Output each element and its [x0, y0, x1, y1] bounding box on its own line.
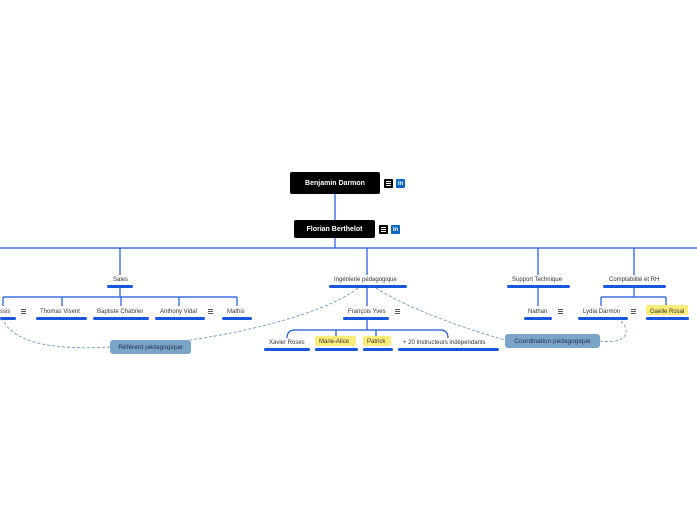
person-underline [524, 317, 552, 320]
person-underline [578, 317, 628, 320]
ceo-name: Florian Berthelot [306, 225, 363, 233]
root-node[interactable]: Benjamin Darmon [290, 172, 380, 194]
dept-compta-underline [603, 285, 666, 288]
dept-support-underline [507, 285, 570, 288]
menu-icon[interactable] [206, 307, 215, 316]
person-patrick[interactable]: Patrick [367, 339, 386, 345]
menu-icon[interactable] [393, 307, 402, 316]
menu-icon[interactable] [19, 307, 28, 316]
person-underline [222, 317, 252, 320]
menu-icon[interactable] [629, 307, 638, 316]
person-nathan[interactable]: Nathan [528, 309, 548, 315]
callout-referent-label: Référent pédagogique [118, 343, 183, 351]
dept-ingenierie[interactable]: Ingénierie pédagogique [334, 277, 397, 283]
callout-referent[interactable]: Référent pédagogique [110, 340, 191, 354]
person-thomas[interactable]: Thomas Visent [40, 309, 80, 315]
dept-compta[interactable]: Comptabilité et RH [609, 277, 660, 283]
dept-sales[interactable]: Sales [113, 277, 129, 283]
linkedin-icon[interactable]: in [396, 179, 405, 188]
root-name: Benjamin Darmon [305, 179, 365, 187]
person-underline [398, 348, 499, 351]
person-underline [646, 317, 689, 320]
linkedin-icon[interactable]: in [391, 225, 400, 234]
person-francois[interactable]: François Yves [348, 309, 386, 315]
person-marie[interactable]: Marie-Alice [319, 339, 350, 345]
person-anthony[interactable]: Anthony Vidal [160, 309, 197, 315]
dept-ingenierie-underline [329, 285, 407, 288]
person-sales-cut[interactable]: ssis [0, 309, 11, 315]
highlight-gaelle [646, 305, 688, 315]
menu-icon[interactable] [379, 225, 388, 234]
person-underline [363, 348, 393, 351]
person-underline [36, 317, 87, 320]
highlight-patrick [363, 336, 391, 346]
dept-support[interactable]: Support Technique [512, 277, 562, 283]
highlight-marie [315, 336, 356, 346]
person-lydia[interactable]: Lydia Darmon [583, 309, 621, 315]
callout-coordination[interactable]: Coordination pédagogique [505, 334, 600, 348]
menu-icon[interactable] [384, 179, 393, 188]
menu-icon[interactable] [556, 307, 565, 316]
person-mathis[interactable]: Mathis [227, 309, 245, 315]
person-underline [155, 317, 205, 320]
person-underline [264, 348, 310, 351]
ceo-node[interactable]: Florian Berthelot [294, 220, 375, 238]
person-underline [0, 317, 16, 320]
person-gaelle[interactable]: Gaelle Rosal [650, 309, 685, 315]
person-baptiste[interactable]: Baptiste Chabrier [97, 309, 144, 315]
dept-sales-underline [107, 285, 133, 288]
person-underline [343, 317, 389, 320]
person-underline [315, 348, 358, 351]
person-instructeurs[interactable]: + 20 Instructeurs indépendants [403, 340, 486, 346]
person-xavier[interactable]: Xavier Roses [269, 340, 305, 346]
callout-coordination-label: Coordination pédagogique [514, 337, 591, 345]
person-underline [93, 317, 149, 320]
